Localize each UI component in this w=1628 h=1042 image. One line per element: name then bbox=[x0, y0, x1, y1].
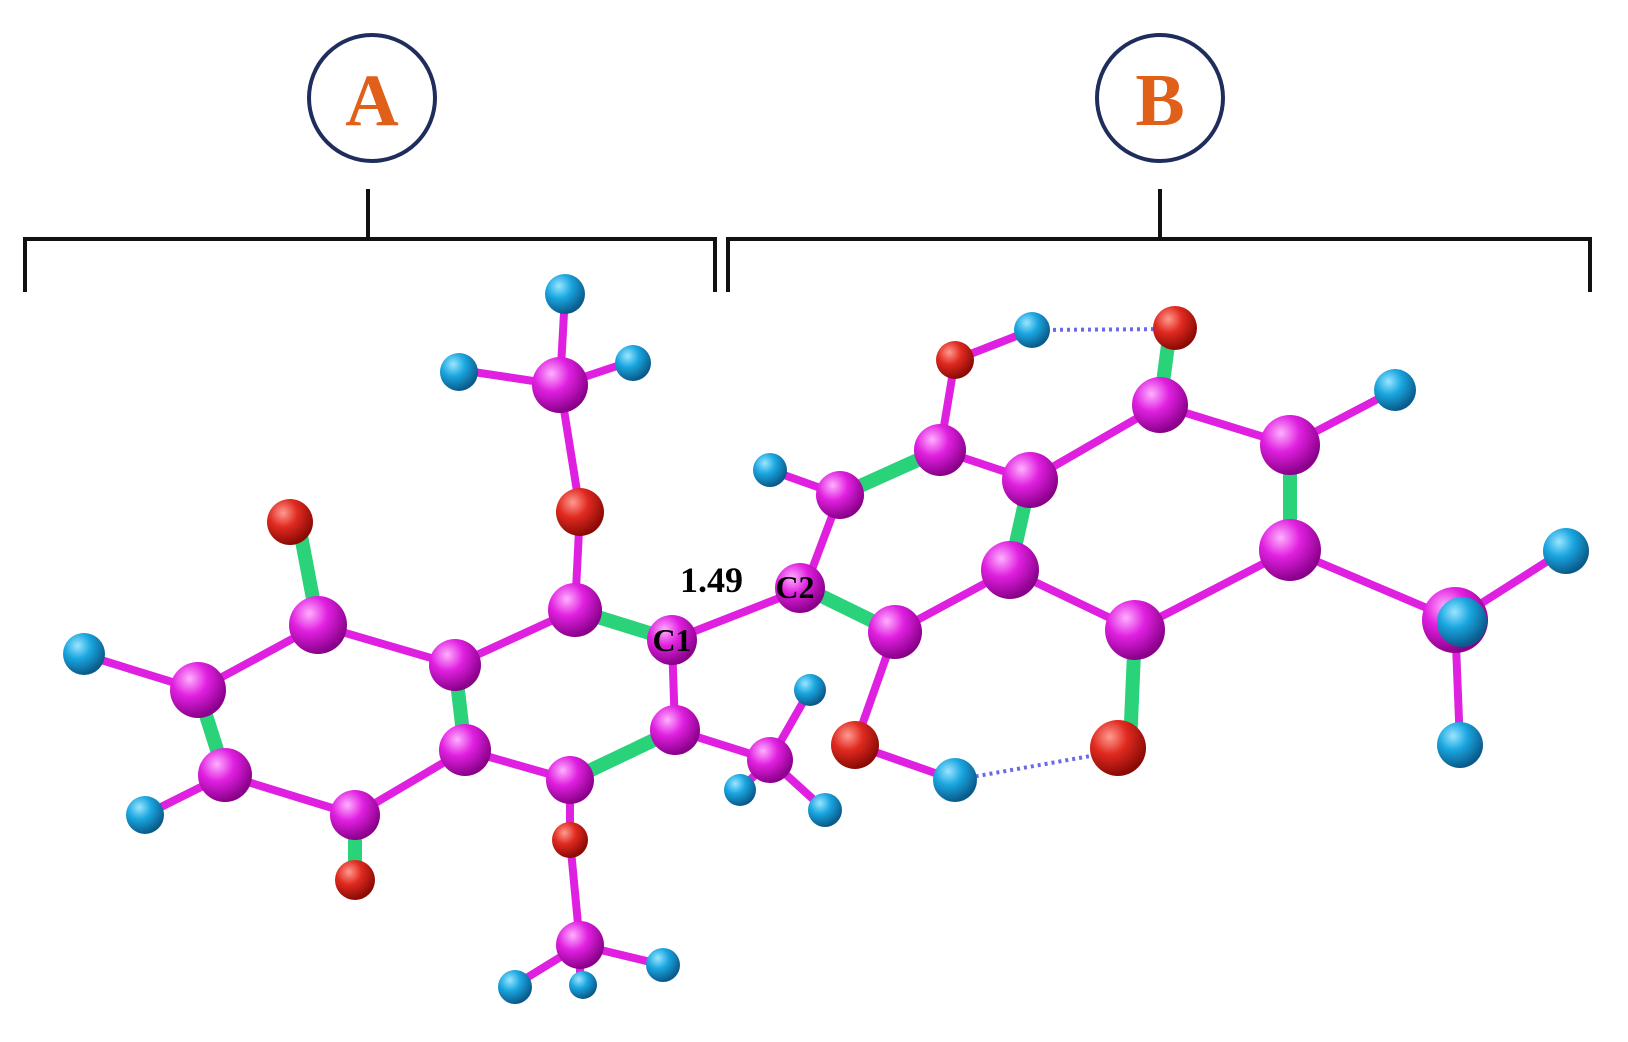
hydrogen-atom bbox=[569, 971, 597, 999]
carbon-atom bbox=[747, 737, 793, 783]
hydrogen-atom bbox=[753, 453, 787, 487]
carbon-atom bbox=[1132, 377, 1188, 433]
carbon-atom bbox=[198, 748, 252, 802]
hydrogen-atom bbox=[63, 633, 105, 675]
atom-label-c2: C2 bbox=[775, 569, 814, 605]
fragment-a-header: A bbox=[23, 33, 717, 292]
carbon-atom bbox=[548, 583, 602, 637]
hydrogen-atom bbox=[615, 345, 651, 381]
hydrogen-atom bbox=[1543, 528, 1589, 574]
hydrogen-atom bbox=[1374, 369, 1416, 411]
carbon-atom bbox=[1259, 519, 1321, 581]
hydrogen-atom bbox=[498, 970, 532, 1004]
hydrogen-atom bbox=[724, 774, 756, 806]
hydrogen-atom bbox=[126, 796, 164, 834]
hydrogen-atom bbox=[933, 758, 977, 802]
oxygen-atom bbox=[936, 341, 974, 379]
hbond-upper bbox=[1031, 327, 1176, 332]
oxygen-atom bbox=[552, 822, 588, 858]
carbon-atom-c2 bbox=[775, 563, 825, 613]
hydrogen-atom bbox=[1014, 312, 1050, 348]
carbon-atom bbox=[170, 662, 226, 718]
carbon-atom bbox=[1002, 452, 1058, 508]
carbon-atom bbox=[439, 724, 491, 776]
hydrogen-atom bbox=[808, 793, 842, 827]
carbon-atom bbox=[429, 639, 481, 691]
carbon-atom bbox=[556, 921, 604, 969]
hbond-lower bbox=[954, 750, 1114, 782]
carbon-atom bbox=[650, 705, 700, 755]
carbon-atom bbox=[532, 357, 588, 413]
oxygen-atom bbox=[831, 721, 879, 769]
hydrogen-atom bbox=[794, 674, 826, 706]
fragment-b-label: B bbox=[1135, 60, 1184, 142]
fragment-a-bracket bbox=[23, 189, 717, 292]
fragment-b-header: B bbox=[726, 33, 1592, 292]
hydrogen-atoms bbox=[63, 274, 1589, 1004]
carbon-atom bbox=[1260, 415, 1320, 475]
oxygen-atom bbox=[1090, 720, 1146, 776]
fragment-b-bracket bbox=[726, 189, 1592, 292]
oxygen-atoms bbox=[267, 306, 1197, 900]
hydrogen-bonds bbox=[954, 327, 1176, 782]
carbon-atom bbox=[981, 541, 1039, 599]
carbon-atom-c1 bbox=[647, 615, 697, 665]
carbon-atom bbox=[914, 424, 966, 476]
atom-label-c1: C1 bbox=[652, 622, 691, 658]
oxygen-atom bbox=[267, 499, 313, 545]
hydrogen-atom bbox=[1437, 597, 1487, 647]
hydrogen-atom bbox=[1437, 722, 1483, 768]
fragment-a-label: A bbox=[345, 60, 398, 142]
oxygen-atom bbox=[335, 860, 375, 900]
oxygen-atom bbox=[556, 488, 604, 536]
carbon-atom bbox=[330, 790, 380, 840]
carbon-atom bbox=[1105, 600, 1165, 660]
oxygen-atom bbox=[1153, 306, 1197, 350]
hydrogen-atom bbox=[545, 274, 585, 314]
carbon-atom bbox=[816, 471, 864, 519]
fragment-a-circle bbox=[307, 33, 437, 163]
carbon-atom bbox=[546, 756, 594, 804]
carbon-atom bbox=[289, 596, 347, 654]
carbon-atom bbox=[868, 605, 922, 659]
bond-length-label: 1.49 bbox=[680, 560, 743, 600]
hydrogen-atom bbox=[646, 948, 680, 982]
fragment-b-circle bbox=[1095, 33, 1225, 163]
hydrogen-atom bbox=[440, 353, 478, 391]
